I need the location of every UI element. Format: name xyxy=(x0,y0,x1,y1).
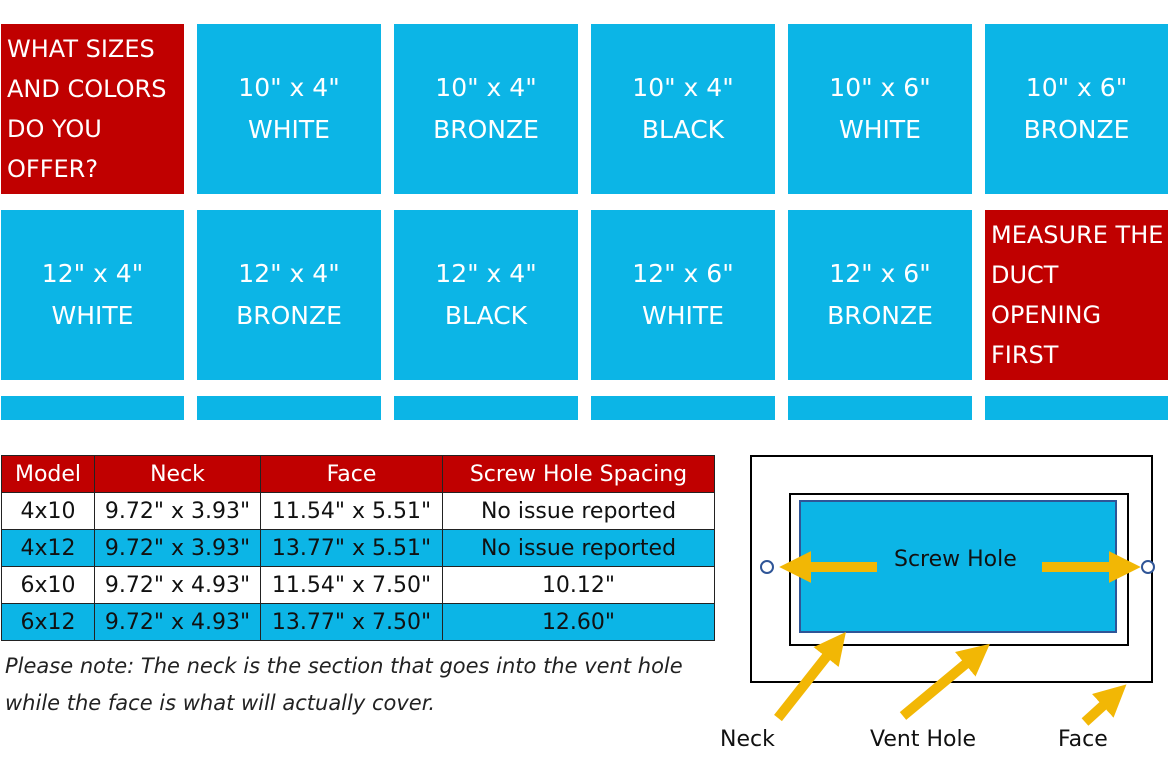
tile-size: 10" x 4" xyxy=(632,73,734,102)
neck-label: Neck xyxy=(720,727,775,752)
tile-size: 12" x 6" xyxy=(632,259,734,288)
blue-strip xyxy=(1,396,184,420)
cell-neck: 9.72" x 3.93" xyxy=(94,529,261,567)
vent-diagram-drawing xyxy=(760,493,1155,646)
question-line-2: AND COLORS xyxy=(7,75,167,103)
blue-strip xyxy=(394,396,578,420)
cell-screw-spacing: 12.60" xyxy=(442,603,715,641)
tile-size: 12" x 4" xyxy=(238,259,340,288)
tile-size: 12" x 6" xyxy=(829,259,931,288)
cell-face: 13.77" x 7.50" xyxy=(260,603,443,641)
tile-color: BRONZE xyxy=(1023,115,1130,144)
spec-table: Model Neck Face Screw Hole Spacing 4x10 … xyxy=(1,455,715,641)
question-line-3: DO YOU xyxy=(7,115,102,143)
tile-color: WHITE xyxy=(51,301,134,330)
blue-strip xyxy=(788,396,972,420)
tile-size: 10" x 4" xyxy=(435,73,537,102)
right-screw-hole xyxy=(1141,560,1155,574)
tip-line-1: MEASURE THE xyxy=(991,221,1164,249)
size-tile-10x4-white: 10" x 4" WHITE xyxy=(197,24,381,194)
cell-face: 11.54" x 5.51" xyxy=(260,492,443,530)
header-face: Face xyxy=(260,455,443,493)
vent-hole-label: Vent Hole xyxy=(870,727,977,752)
tile-color: WHITE xyxy=(839,115,921,144)
cell-face: 13.77" x 5.51" xyxy=(260,529,443,567)
note-line-2: while the face is what will actually cov… xyxy=(5,691,436,715)
tile-size: 10" x 4" xyxy=(238,73,340,102)
tile-color: BRONZE xyxy=(236,301,342,330)
size-tile-10x4-bronze: 10" x 4" BRONZE xyxy=(394,24,578,194)
tile-size: 12" x 4" xyxy=(435,259,537,288)
tile-size: 10" x 6" xyxy=(1025,73,1128,102)
cell-model: 4x12 xyxy=(1,529,95,567)
screw-hole-label: Screw Hole xyxy=(894,547,1017,572)
tip-line-4: FIRST xyxy=(991,341,1059,369)
size-tile-12x6-white: 12" x 6" WHITE xyxy=(591,210,775,380)
size-tile-10x6-white: 10" x 6" WHITE xyxy=(788,24,972,194)
cell-neck: 9.72" x 4.93" xyxy=(94,603,261,641)
size-tile-12x4-bronze: 12" x 4" BRONZE xyxy=(197,210,381,380)
tip-line-3: OPENING xyxy=(991,301,1102,329)
blue-strip xyxy=(591,396,775,420)
cell-screw-spacing: No issue reported xyxy=(442,529,715,567)
question-line-4: OFFER? xyxy=(7,155,99,183)
size-tile-10x6-bronze: 10" x 6" BRONZE xyxy=(985,24,1168,194)
tile-size: 12" x 4" xyxy=(41,259,144,288)
tile-color: BLACK xyxy=(641,115,725,144)
cell-screw-spacing: No issue reported xyxy=(442,492,715,530)
header-model: Model xyxy=(1,455,95,493)
size-tile-12x4-white: 12" x 4" WHITE xyxy=(1,210,184,380)
table-row: 6x12 9.72" x 4.93" 13.77" x 7.50" 12.60" xyxy=(1,603,715,641)
face-label: Face xyxy=(1058,727,1108,752)
table-header-row: Model Neck Face Screw Hole Spacing xyxy=(1,455,715,493)
table-row: 4x10 9.72" x 3.93" 11.54" x 5.51" No iss… xyxy=(1,492,715,530)
note-line-1: Please note: The neck is the section tha… xyxy=(5,654,683,678)
blue-strip xyxy=(197,396,381,420)
question-line-1: WHAT SIZES xyxy=(7,35,155,63)
sizes-question-tile: WHAT SIZES AND COLORS DO YOU OFFER? xyxy=(1,24,184,194)
header-neck: Neck xyxy=(94,455,261,493)
tile-color: BRONZE xyxy=(827,301,933,330)
cell-face: 11.54" x 7.50" xyxy=(260,566,443,604)
table-row: 6x10 9.72" x 4.93" 11.54" x 7.50" 10.12" xyxy=(1,566,715,604)
left-screw-hole xyxy=(760,560,774,574)
cell-model: 4x10 xyxy=(1,492,95,530)
neck-face-note: Please note: The neck is the section tha… xyxy=(5,648,705,722)
tile-color: BRONZE xyxy=(433,115,539,144)
vent-diagram: Screw Hole xyxy=(750,455,1155,683)
tile-size: 10" x 6" xyxy=(829,73,931,102)
cell-screw-spacing: 10.12" xyxy=(442,566,715,604)
size-tile-12x4-black: 12" x 4" BLACK xyxy=(394,210,578,380)
cell-model: 6x12 xyxy=(1,603,95,641)
tile-color: WHITE xyxy=(642,301,724,330)
blue-strip xyxy=(985,396,1168,420)
cell-neck: 9.72" x 4.93" xyxy=(94,566,261,604)
measure-tip-tile: MEASURE THE DUCT OPENING FIRST xyxy=(985,210,1168,380)
cell-neck: 9.72" x 3.93" xyxy=(94,492,261,530)
face-arrow xyxy=(1081,684,1127,726)
size-tile-10x4-black: 10" x 4" BLACK xyxy=(591,24,775,194)
tile-color: WHITE xyxy=(248,115,330,144)
cell-model: 6x10 xyxy=(1,566,95,604)
tile-color: BLACK xyxy=(444,301,528,330)
table-row: 4x12 9.72" x 3.93" 13.77" x 5.51" No iss… xyxy=(1,529,715,567)
header-screw-hole-spacing: Screw Hole Spacing xyxy=(442,455,715,493)
tip-line-2: DUCT xyxy=(991,261,1059,289)
size-tile-12x6-bronze: 12" x 6" BRONZE xyxy=(788,210,972,380)
